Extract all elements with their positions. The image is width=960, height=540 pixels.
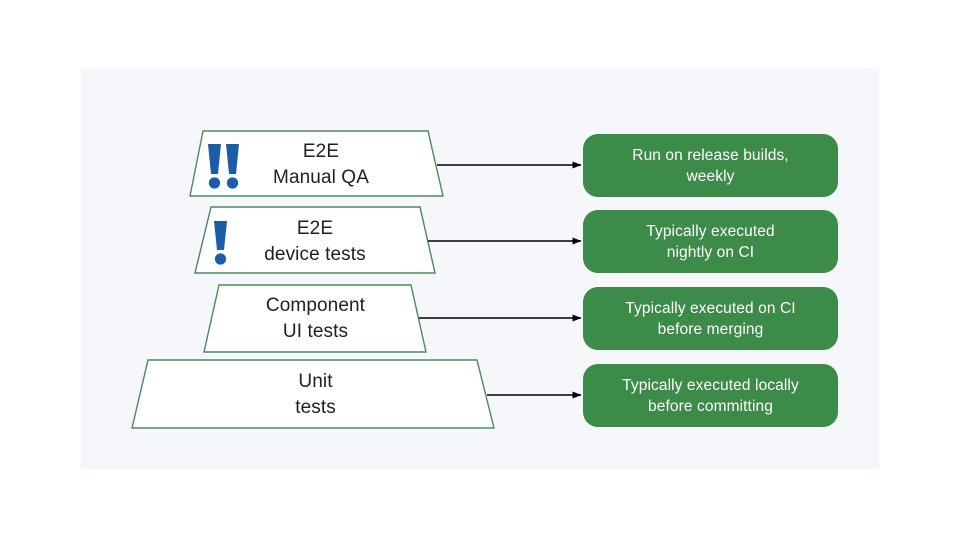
callout-component-ui-tests[interactable]: Typically executed on CI before merging — [583, 287, 838, 350]
pyramid-tier-unit-tests[interactable] — [131, 359, 495, 429]
callout-e2e-device-tests[interactable]: Typically executed nightly on CI — [583, 210, 838, 273]
callout-e2e-manual-qa[interactable]: Run on release builds, weekly — [583, 134, 838, 197]
pyramid-tier-component-ui-tests[interactable] — [203, 284, 427, 353]
callout-unit-tests[interactable]: Typically executed locally before commit… — [583, 364, 838, 427]
pyramid-tier-e2e-manual-qa[interactable] — [189, 130, 444, 197]
pyramid-tier-e2e-device-tests[interactable] — [194, 206, 436, 274]
